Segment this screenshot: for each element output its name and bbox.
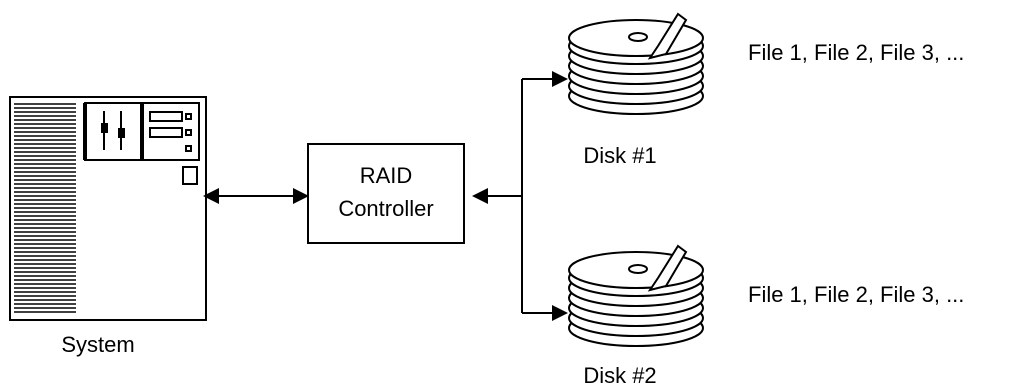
hard-disk-icon (568, 13, 704, 115)
disk-2-files: File 1, File 2, File 3, ... (748, 282, 964, 307)
disk-1: Disk #1 File 1, File 2, File 3, ... (568, 13, 964, 168)
system-label: System (61, 332, 134, 357)
system-controller-connector (203, 188, 309, 204)
disk-2: Disk #2 File 1, File 2, File 3, ... (568, 245, 964, 388)
disk-2-label: Disk #2 (583, 363, 656, 388)
controller-label-line1: RAID (360, 163, 413, 188)
hard-disk-icon (568, 245, 704, 347)
disk-1-label: Disk #1 (583, 143, 656, 168)
system-computer-icon (9, 96, 207, 321)
controller-disks-connector (472, 71, 568, 321)
controller-label-line2: Controller (338, 196, 433, 221)
vent-lines (14, 103, 76, 313)
raid-controller-box: RAID Controller (307, 143, 465, 244)
disk-1-files: File 1, File 2, File 3, ... (748, 40, 964, 65)
